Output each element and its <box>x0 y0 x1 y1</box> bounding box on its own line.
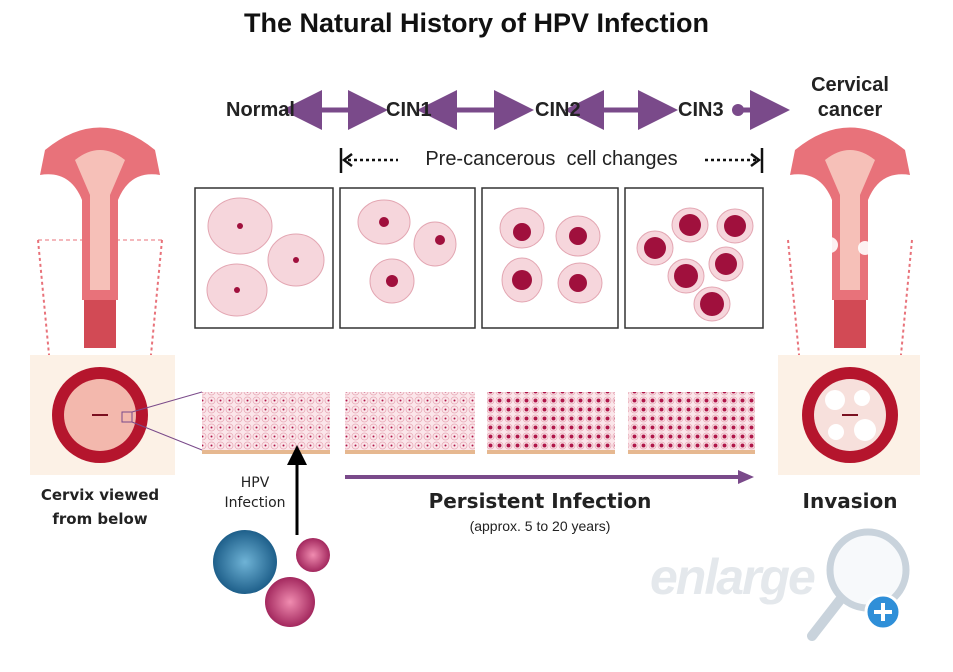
tissue-strips <box>202 392 755 454</box>
hpv-arrow <box>287 445 307 535</box>
hpv-virus-particles <box>213 530 330 627</box>
invasion-label: Invasion <box>802 489 898 513</box>
persistent-arrow <box>345 470 754 484</box>
persistent-infection-label: Persistent Infection <box>428 489 652 513</box>
hpv-infection-label: HPV Infection <box>224 475 286 511</box>
stage-cin2: CIN2 <box>535 99 581 121</box>
stage-normal: Normal <box>226 99 295 121</box>
stage-cin1: CIN1 <box>386 99 432 121</box>
cervix-label: Cervix viewed from below <box>40 486 160 528</box>
stage-cervical-cancer: Cervical cancer <box>811 74 889 121</box>
normal-cervix-illustration <box>30 127 203 475</box>
cell-panels <box>194 187 764 329</box>
persistent-duration: (approx. 5 to 20 years) <box>469 518 611 534</box>
diagram-title: The Natural History of HPV Infection <box>243 8 710 38</box>
precancer-label: Pre-cancerous cell changes <box>425 148 678 170</box>
cancer-cervix-illustration <box>778 127 920 475</box>
precancer-bracket <box>339 148 764 173</box>
stage-arrows <box>282 90 790 130</box>
enlarge-watermark[interactable]: enlarge <box>650 549 816 605</box>
magnifier-icon[interactable] <box>807 528 910 641</box>
stage-cin3: CIN3 <box>678 99 724 121</box>
